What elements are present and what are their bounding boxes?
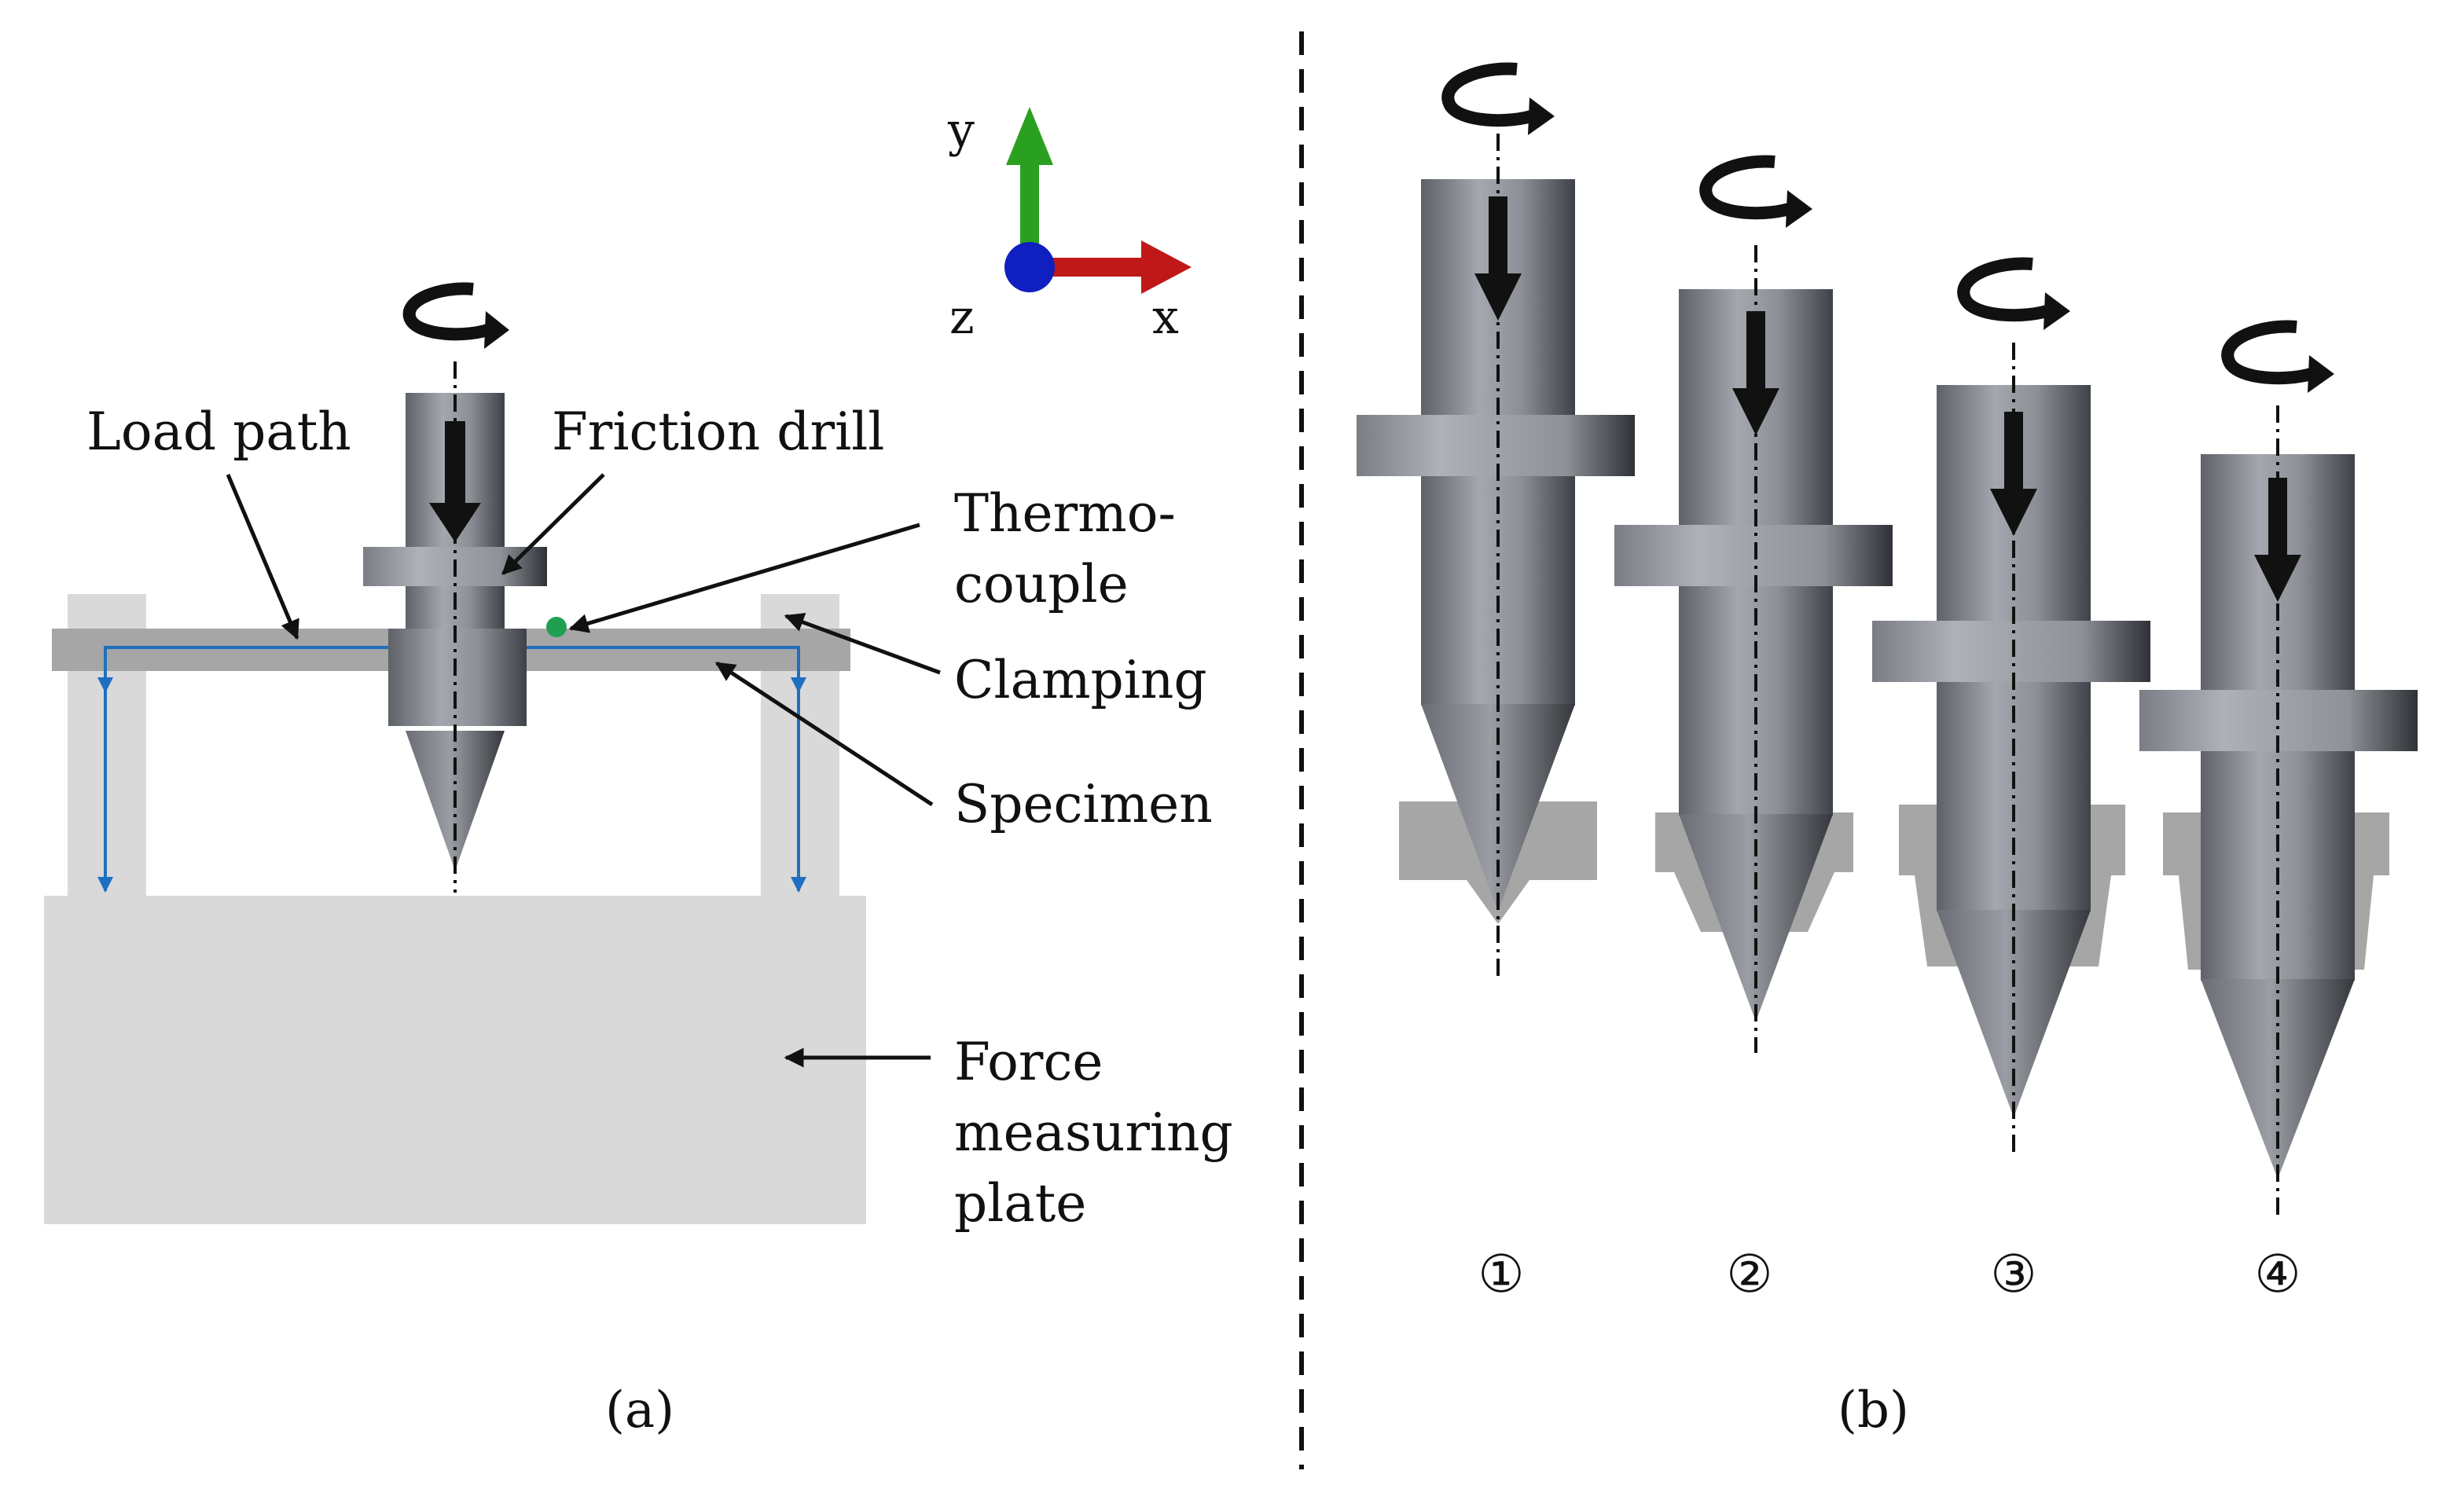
axis-label-z: z [949, 290, 975, 345]
label-load-path: Load path [86, 402, 351, 462]
label-force-line3: plate [954, 1173, 1086, 1234]
axis-label-y: y [947, 103, 975, 158]
caption-a: (a) [605, 1381, 674, 1439]
stage-number-2: ② [1726, 1244, 1772, 1304]
drill-stage-3 [1872, 257, 2150, 1152]
label-specimen: Specimen [954, 774, 1213, 834]
label-friction-drill: Friction drill [552, 402, 884, 462]
label-thermocouple-line2: couple [954, 554, 1129, 614]
axis-label-x: x [1152, 290, 1179, 345]
leader-arrows [226, 473, 941, 1068]
thermocouple-point [546, 617, 567, 637]
drill-stage-2 [1614, 155, 1893, 1053]
stage-number-4: ④ [2254, 1244, 2301, 1304]
label-thermocouple-line1: Thermo- [954, 483, 1176, 544]
friction-drill-a [363, 282, 547, 893]
label-force-line1: Force [954, 1032, 1103, 1092]
drill-stage-1 [1357, 62, 1635, 982]
drill-stage-4 [2139, 320, 2418, 1215]
stage-number-3: ③ [1990, 1244, 2036, 1304]
panel-b: ① ② ③ ④ (b) [1357, 62, 2418, 1439]
stage-number-1: ① [1478, 1244, 1524, 1304]
label-clamping: Clamping [954, 650, 1207, 710]
load-path [97, 646, 806, 893]
label-force-line2: measuring [954, 1102, 1233, 1163]
force-measuring-plate [44, 896, 866, 1224]
caption-b: (b) [1838, 1381, 1909, 1439]
coordinate-axes: y z x [947, 103, 1192, 345]
panel-a: Load path Friction drill Thermo- couple … [44, 103, 1233, 1439]
